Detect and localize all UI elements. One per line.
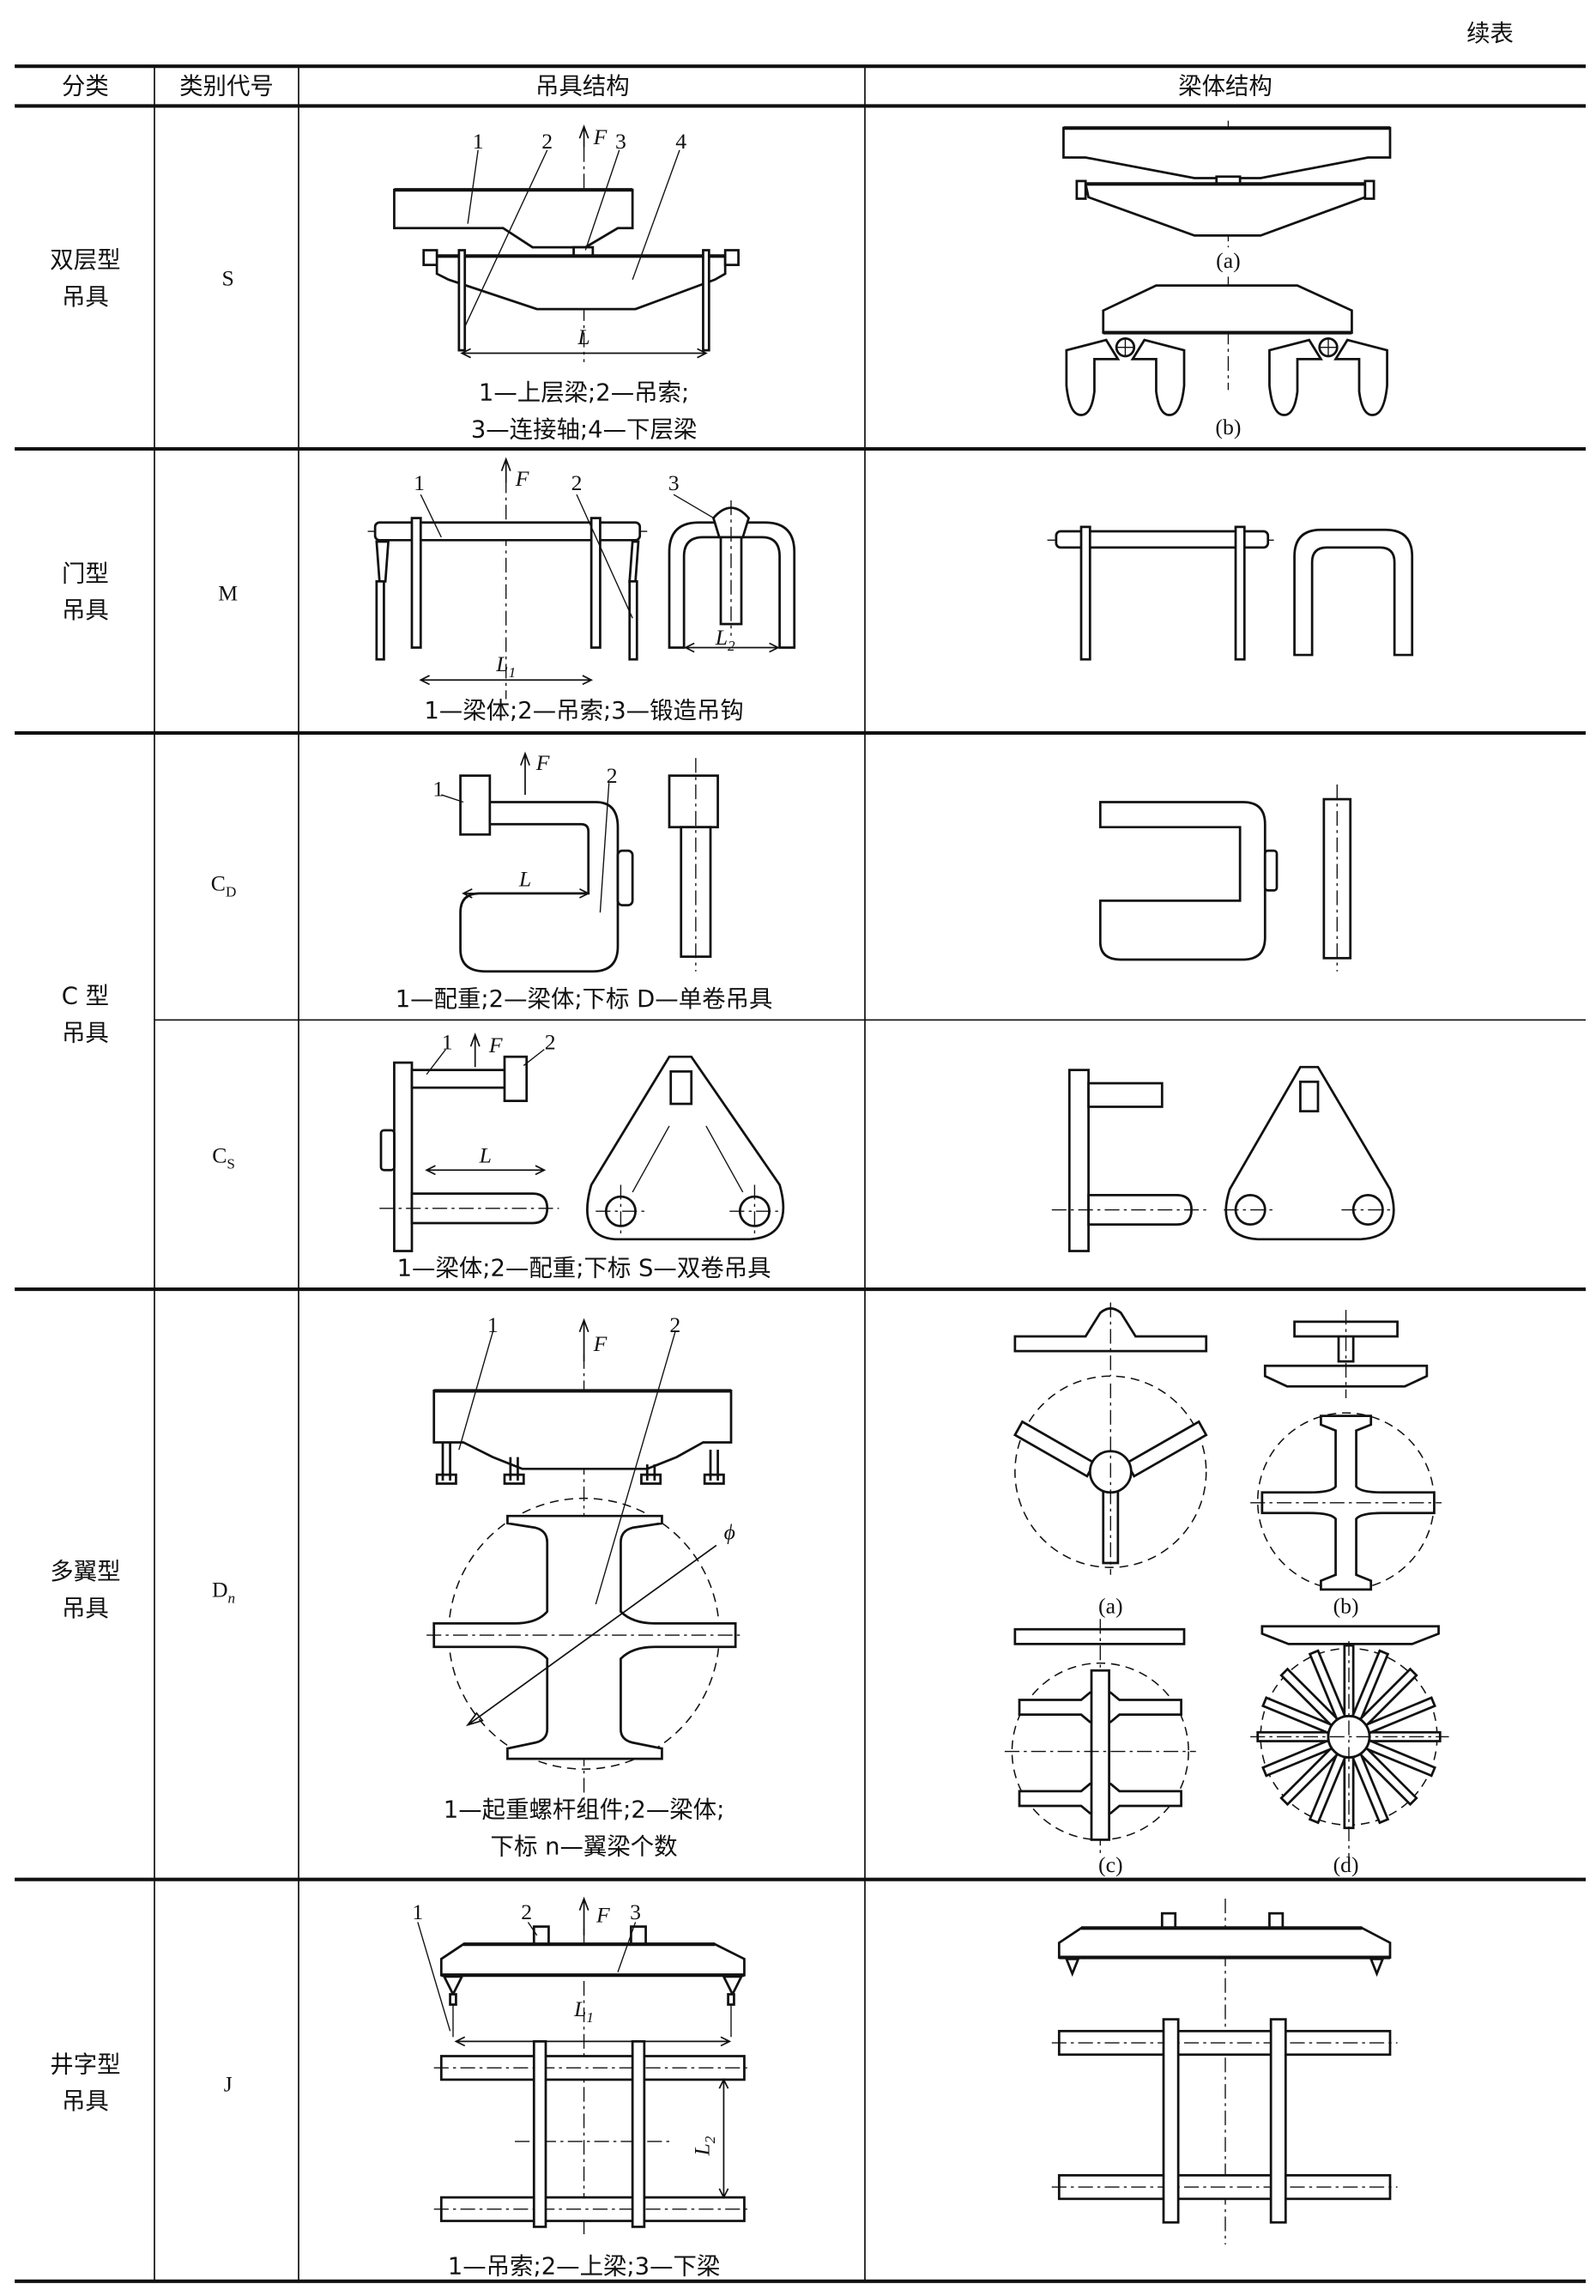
dimension-label: L1 — [573, 1996, 594, 2026]
header-category: 分类 — [62, 74, 109, 100]
claw-right — [1268, 337, 1388, 416]
code-label: J — [224, 2072, 233, 2097]
part-label: 1 — [487, 1312, 499, 1337]
diameter-label: ϕ — [724, 1520, 735, 1545]
force-label: F — [593, 124, 608, 149]
part-label: 3 — [630, 1899, 641, 1924]
part-label: 1 — [442, 1030, 453, 1055]
variant-d: (d) — [1250, 1625, 1449, 1877]
caption: 下标 n—翼梁个数 — [491, 1834, 678, 1861]
multi-wing-spreader-drawing: 1 F 2 ϕ — [426, 1312, 743, 1811]
category-label: 吊具 — [62, 2088, 109, 2115]
row-multi-wing: 多翼型 吊具 Dn 1 F 2 ϕ 1—起重螺杆组件;2—梁体; 下标 n — [50, 1302, 1449, 1877]
caption: 1—吊索;2—上梁;3—下梁 — [448, 2253, 721, 2280]
caption: 1—梁体;2—配重;下标 S—双卷吊具 — [397, 1256, 771, 1282]
table-grid — [15, 64, 1586, 2283]
category-label: 井字型 — [50, 2051, 120, 2078]
gate-spreader-drawing: 1 F 2 3 L1 L2 — [367, 457, 796, 700]
part-label: 4 — [675, 129, 686, 154]
code-label: M — [218, 581, 238, 606]
part-label: 2 — [571, 470, 583, 495]
force-label: F — [515, 466, 529, 491]
force-label: F — [595, 1902, 610, 1927]
category-label: 吊具 — [62, 1596, 109, 1622]
dimension-label: L1 — [495, 651, 516, 681]
view-label: (d) — [1333, 1852, 1359, 1877]
part-label: 1 — [432, 777, 444, 802]
force-label: F — [593, 1331, 608, 1356]
part-label: 1 — [414, 470, 425, 495]
variant-b: (b) — [1250, 1310, 1442, 1618]
c-single-spreader-drawing: 1 F 2 L — [432, 750, 719, 973]
variant-a: (a) — [1013, 1302, 1208, 1618]
lifting-screws — [435, 1442, 725, 1485]
dimension-label: L — [577, 324, 589, 349]
dimension-label: L2 — [689, 2135, 718, 2156]
part-label: 3 — [615, 129, 626, 154]
grid-beam-drawing — [1051, 1899, 1398, 2245]
forged-hook: L2 — [668, 500, 796, 654]
category-label: 吊具 — [62, 1020, 109, 1046]
part-label: 2 — [545, 1030, 556, 1055]
part-label: 3 — [668, 470, 680, 495]
part-label: 2 — [521, 1899, 532, 1924]
claw-left — [1065, 337, 1186, 416]
category-label: C 型 — [62, 983, 109, 1009]
part-label: 1 — [473, 129, 484, 154]
dimension-label: L — [518, 866, 531, 891]
row-c-single: CD 1 F 2 L 1—配重;2—梁体;下标 D—单卷吊具 — [211, 750, 1352, 1013]
c-double-spreader-drawing: 1 F 2 L — [379, 1030, 785, 1252]
triangular-plate — [586, 1055, 785, 1241]
code-label: CD — [211, 870, 237, 900]
caption: 1—起重螺杆组件;2—梁体; — [444, 1797, 725, 1824]
row-double-layer: 双层型 吊具 S 1 2 3 4 F L 1—上层梁;2—吊索; 3—连接轴;4… — [50, 120, 1392, 443]
double-layer-spreader-drawing: 1 2 3 4 F L — [393, 124, 740, 362]
c-single-beam-drawing — [1098, 784, 1352, 972]
part-label: 2 — [607, 763, 618, 788]
caption: 1—配重;2—梁体;下标 D—单卷吊具 — [396, 986, 773, 1013]
grid-spreader-drawing: 1 2 F 3 L1 L2 — [412, 1896, 751, 2238]
header-spreader-structure: 吊具结构 — [535, 74, 630, 100]
category-label: 门型 — [62, 560, 109, 587]
dimension-label: L2 — [715, 625, 735, 654]
force-label: F — [535, 750, 550, 775]
caption: 3—连接轴;4—下层梁 — [471, 416, 697, 443]
category-label: 双层型 — [50, 247, 120, 274]
code-label: S — [222, 266, 234, 291]
variant-c: (c) — [1004, 1619, 1196, 1877]
code-label: CS — [212, 1143, 235, 1172]
gate-beam-drawing — [1047, 525, 1414, 661]
part-label: 2 — [669, 1312, 680, 1337]
row-gate-type: 门型 吊具 M 1 F 2 3 L1 — [62, 457, 1414, 724]
c-double-beam-drawing — [1051, 1065, 1395, 1252]
force-label: F — [488, 1033, 503, 1057]
view-label: (a) — [1216, 248, 1241, 273]
row-grid-type: 井字型 吊具 J 1 2 F 3 L1 — [50, 1896, 1398, 2280]
view-label: (b) — [1215, 415, 1241, 439]
continued-label: 续表 — [1466, 21, 1514, 47]
multi-wing-beam-drawing: (a) (b) (c) — [1004, 1302, 1449, 1877]
header-beam-structure: 梁体结构 — [1178, 74, 1273, 100]
row-c-double: CS 1 F 2 L 1—梁体;2—配重;下标 S—双卷吊具 — [212, 1030, 1395, 1282]
double-layer-beam-drawing: (a) (b) — [1062, 120, 1392, 439]
code-label: Dn — [212, 1577, 235, 1606]
view-label: (b) — [1333, 1593, 1359, 1618]
dimension-label: L — [479, 1143, 492, 1168]
part-label: 1 — [412, 1899, 423, 1924]
view-label: (c) — [1098, 1852, 1123, 1877]
view-label: (a) — [1098, 1593, 1123, 1618]
caption: 1—上层梁;2—吊索; — [479, 379, 689, 406]
category-label: 吊具 — [62, 597, 109, 624]
part-label: 2 — [541, 129, 553, 154]
category-label: 吊具 — [62, 284, 109, 311]
category-label: 多翼型 — [50, 1559, 120, 1585]
caption: 1—梁体;2—吊索;3—锻造吊钩 — [424, 698, 743, 724]
header-code: 类别代号 — [179, 74, 274, 100]
